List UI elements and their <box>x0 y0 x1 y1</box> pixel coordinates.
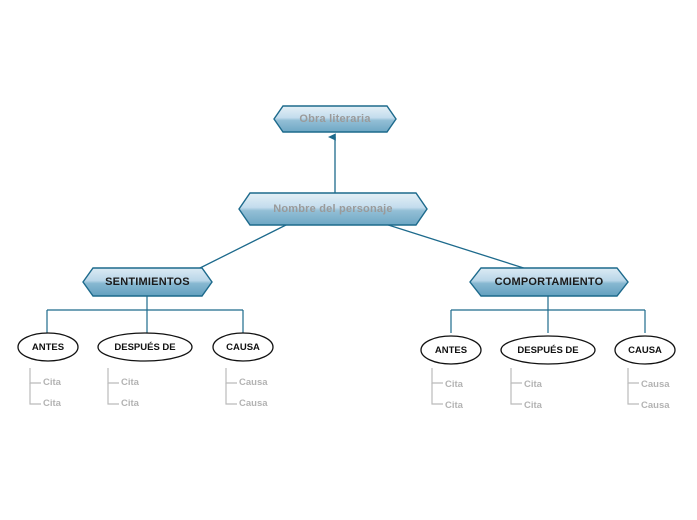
leaf-c-antes-1[interactable]: Cita <box>445 379 463 390</box>
node-sentimientos[interactable]: SENTIMIENTOS <box>83 268 212 296</box>
node-comportamiento-despues-de[interactable]: DESPUÉS DE <box>501 336 595 364</box>
hex-sentimientos <box>82 267 213 297</box>
ellipse-s-despues <box>97 332 193 362</box>
leaf-label: Cita <box>43 377 61 388</box>
leaf-label: Cita <box>524 400 542 411</box>
leaf-c-despues-2[interactable]: Cita <box>524 400 542 411</box>
node-comportamiento-despues-de-label: DESPUÉS DE <box>517 344 579 356</box>
node-nombre-del-personaje-label: Nombre del personaje <box>273 203 393 215</box>
hex-personaje <box>238 192 428 226</box>
leaf-label: Cita <box>121 377 139 388</box>
hex-shapes <box>82 105 629 297</box>
node-sentimientos-despues-de[interactable]: DESPUÉS DE <box>98 333 192 361</box>
ellipse-c-causa <box>614 335 676 365</box>
leaf-c-antes-2[interactable]: Cita <box>445 400 463 411</box>
node-sentimientos-antes[interactable]: ANTES <box>18 333 78 361</box>
leaf-label: Cita <box>121 398 139 409</box>
ellipse-shapes <box>17 332 676 365</box>
edge-sentimientos-bracket <box>46 296 244 333</box>
node-comportamiento[interactable]: COMPORTAMIENTO <box>470 268 628 296</box>
leaf-connectors <box>29 368 639 405</box>
leaf-s-despues-1[interactable]: Cita <box>121 377 139 388</box>
node-sentimientos-antes-label: ANTES <box>31 341 65 353</box>
node-nombre-del-personaje[interactable]: Nombre del personaje <box>239 193 427 225</box>
leaf-label: Cita <box>445 379 463 390</box>
node-comportamiento-antes[interactable]: ANTES <box>421 336 481 364</box>
edge-personaje-to-branches <box>195 222 531 271</box>
leaf-label: Cita <box>524 379 542 390</box>
ellipse-c-antes <box>420 335 482 365</box>
hex-obra <box>273 105 397 133</box>
leaf-label: Causa <box>641 400 670 411</box>
node-obra-literaria-label: Obra literaria <box>299 113 371 125</box>
node-comportamiento-label: COMPORTAMIENTO <box>494 276 604 288</box>
leaf-s-causa-1[interactable]: Causa <box>239 377 268 388</box>
leaf-c-causa-2[interactable]: Causa <box>641 400 670 411</box>
leaf-s-antes-2[interactable]: Cita <box>43 398 61 409</box>
leaf-label: Causa <box>239 398 268 409</box>
leaf-label: Causa <box>239 377 268 388</box>
ellipse-s-causa <box>212 332 274 362</box>
ellipse-c-despues <box>500 335 596 365</box>
node-comportamiento-antes-label: ANTES <box>434 344 468 356</box>
node-sentimientos-causa[interactable]: CAUSA <box>213 333 273 361</box>
leaf-label: Causa <box>641 379 670 390</box>
node-obra-literaria[interactable]: Obra literaria <box>274 106 396 132</box>
node-sentimientos-despues-de-label: DESPUÉS DE <box>114 341 176 353</box>
leaf-c-causa-1[interactable]: Causa <box>641 379 670 390</box>
leaf-s-despues-2[interactable]: Cita <box>121 398 139 409</box>
node-comportamiento-causa[interactable]: CAUSA <box>615 336 675 364</box>
ellipse-s-antes <box>17 332 79 362</box>
leaf-c-despues-1[interactable]: Cita <box>524 379 542 390</box>
leaf-label: Cita <box>445 400 463 411</box>
node-sentimientos-causa-label: CAUSA <box>226 341 260 353</box>
hex-comportamiento <box>469 267 629 297</box>
node-sentimientos-label: SENTIMIENTOS <box>105 276 190 288</box>
leaf-s-causa-2[interactable]: Causa <box>239 398 268 409</box>
leaf-label: Cita <box>43 398 61 409</box>
leaf-s-antes-1[interactable]: Cita <box>43 377 61 388</box>
edge-comportamiento-bracket <box>450 296 646 333</box>
node-comportamiento-causa-label: CAUSA <box>628 344 662 356</box>
